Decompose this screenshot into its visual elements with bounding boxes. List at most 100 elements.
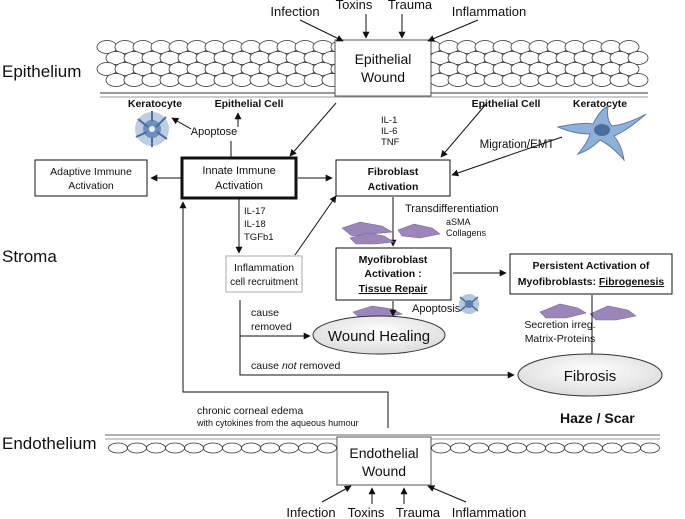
cytokine-il17: IL-17 bbox=[244, 206, 266, 217]
inflammation-box bbox=[225, 255, 303, 293]
arrow-apoptose-to-keratocyte bbox=[171, 117, 192, 130]
endothelial-cell bbox=[602, 442, 622, 454]
epithelial-cell bbox=[159, 73, 181, 87]
fibroblast-cells-icon bbox=[341, 221, 441, 245]
endothelial-cell bbox=[431, 442, 451, 454]
myofibroblast-line2: Activation : bbox=[364, 268, 421, 280]
cytokine-tgfb1: TGFb1 bbox=[244, 232, 274, 243]
persistent-activation-box bbox=[509, 253, 673, 295]
endothelial-cell bbox=[488, 442, 508, 454]
myofibroblast-line1: Myofibroblast bbox=[359, 254, 428, 266]
endothelium-cell-layer bbox=[108, 442, 660, 454]
endothelial-cell bbox=[165, 442, 185, 454]
endothelial-wound-line2: Wound bbox=[362, 463, 406, 479]
epithelial-cell bbox=[627, 73, 649, 87]
haze-scar-label: Haze / Scar bbox=[560, 410, 635, 426]
apoptose-label: Apoptose bbox=[191, 126, 237, 138]
epithelial-cell bbox=[285, 73, 307, 87]
cytokine-tnf: TNF bbox=[381, 137, 400, 148]
endothelial-cell bbox=[127, 442, 147, 454]
innate-immune-line1: Innate Immune bbox=[202, 165, 275, 177]
epithelial-cell bbox=[519, 73, 541, 87]
bottom-trigger-inflammation: Inflammation bbox=[452, 505, 526, 519]
transdifferentiation-label: Transdifferentiation bbox=[405, 203, 499, 215]
cause-not-removed-label: cause not removed bbox=[251, 360, 340, 372]
left-epithelial-cell-label: Epithelial Cell bbox=[215, 98, 284, 110]
epithelial-cell bbox=[609, 73, 631, 87]
bottom-trigger-trauma: Trauma bbox=[396, 505, 441, 519]
epithelial-cell bbox=[231, 73, 253, 87]
epithelial-cell bbox=[213, 73, 235, 87]
edema-line1: chronic corneal edema bbox=[197, 405, 303, 417]
marker-asma: aSMA bbox=[446, 217, 471, 227]
edema-line2: with cytokines from the aqueous humour bbox=[196, 418, 359, 428]
myofibroblast-line3: Tissue Repair bbox=[359, 283, 428, 295]
adaptive-immune-box bbox=[34, 159, 148, 197]
endothelium-label: Endothelium bbox=[2, 434, 97, 453]
epithelial-cell bbox=[249, 73, 271, 87]
endothelial-cell bbox=[108, 442, 128, 454]
stroma-label: Stroma bbox=[2, 247, 57, 266]
innate-immune-line2: Activation bbox=[215, 180, 263, 192]
epithelial-cell bbox=[123, 73, 145, 87]
epithelial-wound-line2: Wound bbox=[361, 69, 405, 85]
epithelial-cell bbox=[501, 73, 523, 87]
right-keratocyte-icon bbox=[556, 105, 647, 162]
endothelial-cell bbox=[222, 442, 242, 454]
left-keratocyte-icon bbox=[135, 111, 169, 147]
cytokine-il1: IL-1 bbox=[381, 115, 397, 126]
adaptive-immune-line2: Activation bbox=[68, 180, 114, 192]
cause-removed-line1: cause bbox=[251, 307, 279, 319]
bottom-trigger-toxins: Toxins bbox=[348, 505, 385, 519]
myofibroblast-cells-icon bbox=[352, 303, 637, 321]
persistent-line2: Myofibroblasts: Fibrogenesis bbox=[518, 276, 665, 288]
endothelial-cell bbox=[545, 442, 565, 454]
secretion-line1: Secretion irreg. bbox=[524, 319, 595, 331]
epithelial-cell bbox=[105, 73, 127, 87]
epithelial-cell bbox=[483, 73, 505, 87]
inflammation-line2: cell recruitment bbox=[230, 277, 298, 288]
inflammation-line1: Inflammation bbox=[234, 262, 294, 274]
endothelial-cell bbox=[260, 442, 280, 454]
cytokine-il18: IL-18 bbox=[244, 219, 266, 230]
arrow-bottom-infection bbox=[321, 485, 352, 503]
endothelial-cell bbox=[279, 442, 299, 454]
endothelial-cell bbox=[450, 442, 470, 454]
endothelial-cell bbox=[526, 442, 546, 454]
arrow-cause-not-removed bbox=[239, 336, 515, 379]
endothelial-cell bbox=[146, 442, 166, 454]
apoptosis-label: Apoptosis bbox=[412, 303, 461, 315]
persistent-line1: Persistent Activation of bbox=[533, 260, 650, 272]
arrow-inflammation-to-wound bbox=[427, 19, 479, 42]
epithelial-cell bbox=[303, 73, 325, 87]
epithelial-cell bbox=[591, 73, 613, 87]
endothelial-cell bbox=[203, 442, 223, 454]
bottom-trigger-infection: Infection bbox=[286, 505, 335, 519]
epithelial-cell bbox=[429, 73, 451, 87]
endothelial-cell bbox=[184, 442, 204, 454]
fibrosis-label: Fibrosis bbox=[564, 368, 617, 385]
wound-healing-label: Wound Healing bbox=[328, 328, 430, 345]
wound-healing-ellipse bbox=[312, 315, 446, 355]
secretion-line2: Matrix-Proteins bbox=[525, 333, 596, 345]
arrow-epithelial-to-fibroblast bbox=[440, 102, 488, 158]
fibroblast-line1: Fibroblast bbox=[368, 166, 419, 178]
endothelial-cell bbox=[241, 442, 261, 454]
migration-emt-label: Migration/EMT bbox=[480, 139, 555, 151]
epithelial-wound-box bbox=[334, 39, 432, 97]
myofibroblast-box bbox=[335, 247, 452, 301]
arrow-bottom-inflammation bbox=[427, 485, 467, 503]
endothelial-cell bbox=[621, 442, 641, 454]
arrow-keratocyte-to-fibroblast bbox=[451, 136, 563, 177]
endothelial-cell bbox=[298, 442, 318, 454]
endothelial-wound-line1: Endothelial bbox=[349, 445, 418, 461]
epithelial-cell bbox=[447, 73, 469, 87]
epithelial-cell bbox=[267, 73, 289, 87]
endothelial-cell bbox=[317, 442, 337, 454]
arrow-edema-to-innate bbox=[179, 201, 389, 428]
fibrosis-ellipse bbox=[517, 353, 663, 397]
fibroblast-line2: Activation bbox=[368, 181, 419, 193]
top-trigger-infection: Infection bbox=[270, 4, 319, 19]
fibroblast-activation-box bbox=[335, 159, 451, 197]
epithelial-cell bbox=[141, 73, 163, 87]
